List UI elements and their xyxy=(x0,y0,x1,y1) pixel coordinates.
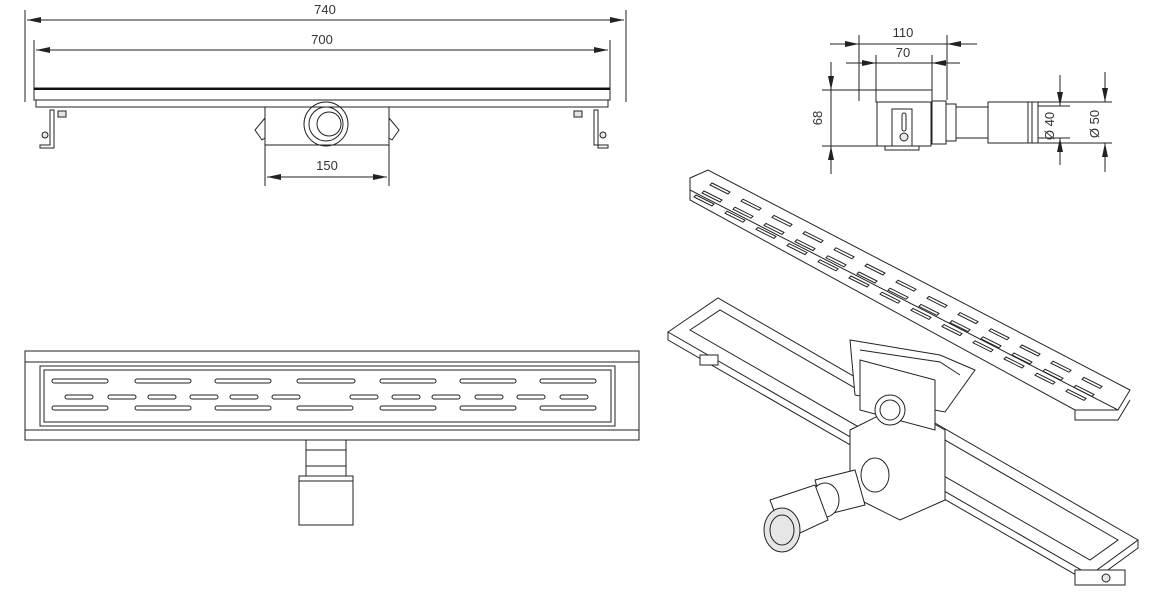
slot xyxy=(214,378,272,384)
slot xyxy=(709,182,731,195)
slot xyxy=(825,255,847,268)
slot xyxy=(559,394,589,400)
slot xyxy=(949,319,971,333)
slot xyxy=(474,394,504,400)
slot xyxy=(229,394,259,400)
slot xyxy=(189,394,219,400)
slot xyxy=(732,206,754,219)
dim-label-740: 740 xyxy=(314,2,336,17)
slot xyxy=(972,340,994,353)
slot xyxy=(887,287,909,300)
slot xyxy=(794,238,816,252)
slot xyxy=(271,394,301,400)
slot xyxy=(1019,344,1041,357)
slot xyxy=(539,378,597,384)
slot xyxy=(296,405,354,411)
slot xyxy=(856,271,878,284)
slot xyxy=(51,378,109,384)
slot xyxy=(786,242,808,256)
slot xyxy=(539,405,597,411)
slot xyxy=(724,210,746,223)
slot xyxy=(147,394,177,400)
slot xyxy=(848,275,870,288)
dim-label-70: 70 xyxy=(896,45,910,60)
slot xyxy=(771,214,793,228)
slot xyxy=(1065,388,1087,402)
slot xyxy=(107,394,137,400)
slot xyxy=(957,311,979,325)
slot xyxy=(64,394,94,400)
slot xyxy=(1073,384,1095,398)
top-view xyxy=(24,350,640,526)
end-view: 110 70 68 Ø 40 Ø 50 xyxy=(810,25,1112,174)
slot xyxy=(918,303,940,317)
slot xyxy=(895,279,917,292)
slot xyxy=(1034,372,1056,385)
slot xyxy=(431,394,461,400)
isometric-grate-slots xyxy=(693,182,1103,402)
slot xyxy=(349,394,379,400)
grate-slots xyxy=(51,378,597,411)
slot xyxy=(833,247,855,260)
dim-label-diameter-50: Ø 50 xyxy=(1087,110,1102,138)
slot xyxy=(1050,360,1072,373)
slot xyxy=(1003,356,1025,369)
side-view: 740 700 150 xyxy=(24,2,627,186)
slot xyxy=(817,259,839,272)
slot xyxy=(459,378,517,384)
slot xyxy=(763,222,785,236)
slot xyxy=(910,307,932,321)
slot xyxy=(1081,376,1103,390)
slot xyxy=(879,291,901,304)
slot xyxy=(926,295,948,309)
slot xyxy=(980,336,1002,349)
slot xyxy=(864,263,886,276)
slot xyxy=(755,226,777,240)
slot xyxy=(391,394,421,400)
slot xyxy=(51,405,109,411)
dim-label-700: 700 xyxy=(311,32,333,47)
slot xyxy=(1042,368,1064,381)
slot xyxy=(379,405,437,411)
isometric-view xyxy=(667,169,1139,586)
slot xyxy=(296,378,356,384)
slot xyxy=(1011,352,1033,365)
slot xyxy=(134,378,192,384)
slot xyxy=(379,378,437,384)
slot xyxy=(988,328,1010,341)
slot xyxy=(134,405,192,411)
slot xyxy=(693,194,715,207)
dim-label-150: 150 xyxy=(316,158,338,173)
slot xyxy=(941,323,963,337)
dim-label-diameter-40: Ø 40 xyxy=(1042,112,1057,140)
dim-label-110: 110 xyxy=(893,25,914,40)
slot xyxy=(214,405,272,411)
dim-label-68: 68 xyxy=(810,111,825,125)
slot xyxy=(459,405,517,411)
slot xyxy=(701,190,723,203)
slot xyxy=(802,230,824,244)
slot xyxy=(740,198,762,211)
slot xyxy=(516,394,546,400)
